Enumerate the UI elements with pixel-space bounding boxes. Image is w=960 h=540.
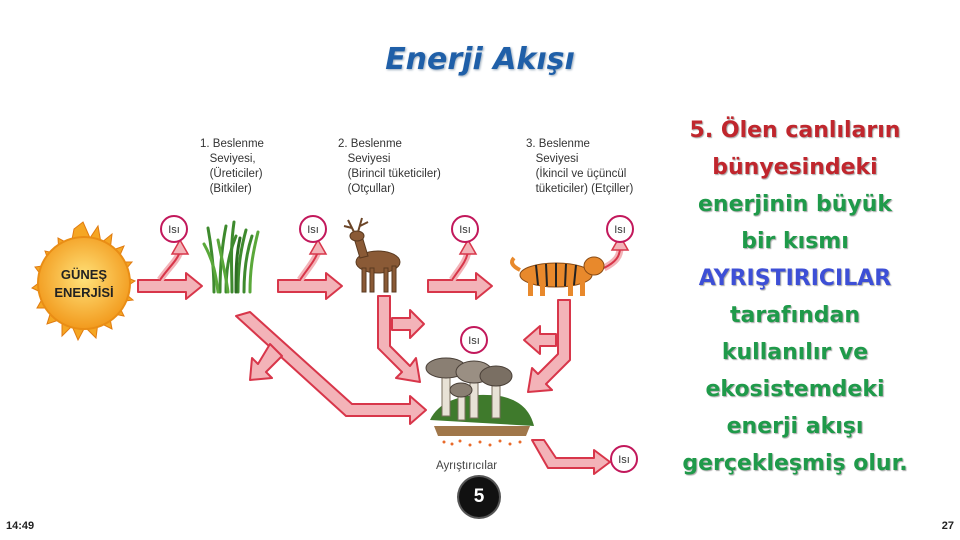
explanation-line: tarafından [729,303,861,328]
grass-icon [202,220,260,294]
arrow-deer-branch [391,309,425,339]
sun-label-line1: GÜNEŞ [61,267,108,282]
slide-page-number: 27 [941,520,954,532]
arrow-decomposers-out [531,439,611,475]
explanation-line: bir kısmı [741,229,849,254]
heat-circle-4: Isı [606,215,634,243]
explanation-line: enerjinin büyük [697,192,892,217]
sun-label-line2: ENERJİSİ [54,285,113,300]
heat-label: Isı [468,335,480,347]
arrow-deer-to-decomposers [377,295,421,383]
arrow-tiger-to-decomposers [527,299,571,393]
explanation-line: enerji akışı [726,414,864,439]
level-2-label: 2. Beslenme Seviyesi (Birincil tüketicil… [338,138,441,195]
heat-circle-1: Isı [160,215,188,243]
deer-icon [343,217,401,293]
heat-circle-6: Isı [610,445,638,473]
heat-label: Isı [618,454,630,466]
heat-label: Isı [168,224,180,236]
level-3-label: 3. Beslenme Seviyesi (İkincil ve üçüncül… [526,138,634,195]
explanation-line: gerçekleşmiş olur. [682,451,908,476]
slide-title: Enerji Akışı [385,42,575,77]
heat-circle-5: Isı [460,326,488,354]
heat-label: Isı [307,224,319,236]
heat-circle-3: Isı [451,215,479,243]
step-number-badge: 5 [459,477,499,517]
level-1-label: 1. Beslenme Seviyesi, (Üreticiler) (Bitk… [200,138,264,195]
decomposers-label: Ayrıştırıcılar [436,460,498,472]
arrow-deer-to-tiger [427,272,493,300]
tiger-icon [510,256,605,296]
sun-icon [31,221,137,342]
arrow-plants-branch [249,343,283,381]
heat-label: Isı [459,224,471,236]
heat-label: Isı [614,224,626,236]
explanation-line: AYRIŞTIRICILAR [698,266,892,291]
mushrooms-icon [425,357,534,447]
arrow-sun-to-plants [137,272,203,300]
explanation-line: kullanılır ve [721,340,869,365]
heat-arrow-deer [299,251,319,281]
arrow-plants-to-decomposers [235,311,427,425]
heat-circle-2: Isı [299,215,327,243]
explanation-line: 5. Ölen canlıların [689,118,901,143]
explanation-text: 5. Ölen canlıların bünyesindeki enerjini… [660,112,930,482]
explanation-line: bünyesindeki [712,155,878,180]
slide-time: 14:49 [6,520,35,532]
arrow-plants-to-deer [277,272,343,300]
arrow-tiger-branch [523,325,557,355]
explanation-line: ekosistemdeki [705,377,885,402]
